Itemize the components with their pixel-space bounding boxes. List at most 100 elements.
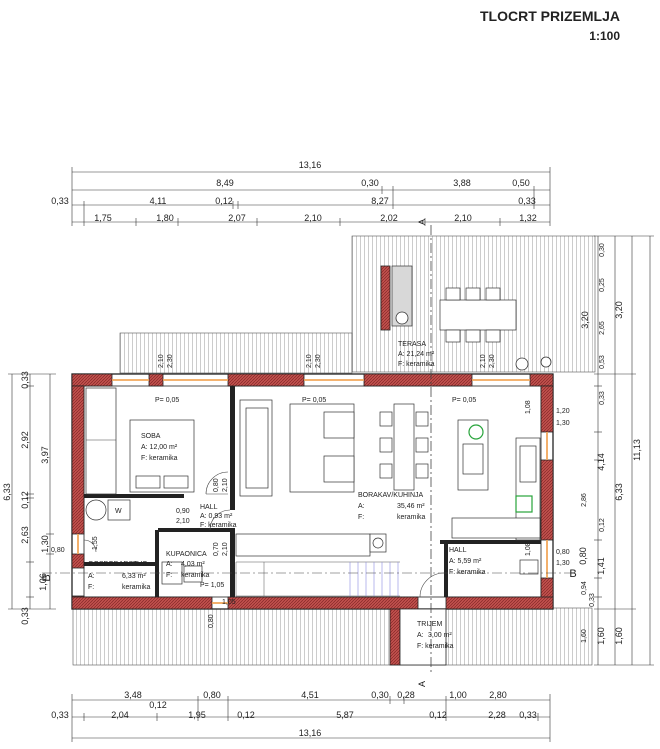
opening-7: 1,55 [92,536,99,550]
dim-left-a5: 1,06 [38,573,48,591]
room-floor-trijem: F: keramika [417,643,454,650]
room-area-hall1: A: 0,93 m² [200,513,233,520]
dim-top3-1: 0,33 [51,196,69,206]
room-area-prefix-kupaonica: A: [166,561,173,568]
bottom-dimensions: 3,48 0,80 4,51 0,30 0,28 1,00 2,80 0,33 … [51,690,551,742]
dim-bot1-3: 4,51 [301,690,319,700]
parapet-1: P= 0,05 [155,397,179,404]
dim-bot2-6: 5,87 [336,710,354,720]
dim-top4-2: 1,80 [156,213,174,223]
dim-bot1-1: 3,48 [124,690,142,700]
room-name-trijem: TRIJEM [417,621,442,628]
dim-bot1-6: 1,00 [449,690,467,700]
dim-top3-3: 0,12 [215,196,233,206]
opening-10: 2,10 [222,478,229,492]
room-area-kupaonica: 4,03 m² [181,561,205,568]
dim-right-b2: 4,14 [596,453,606,471]
room-floor-soba: F: keramika [141,455,178,462]
dim-right-a5: 0,33 [599,391,606,405]
dim-right-a8: 2,86 [581,493,588,507]
room-name-boravak: BORAKAV/KUHINJA [358,492,424,499]
appliance-label: W [115,508,122,515]
room-area-prefix-boravak: A: [358,503,365,510]
dim-left-total: 6,33 [2,483,12,501]
opening-1: 2,10 [158,354,165,368]
dim-right-a2: 0,25 [599,278,606,292]
room-floor-gospodarstvo: keramika [122,584,151,591]
parapet-2: P= 0,05 [302,397,326,404]
dim-top2-3: 3,88 [453,178,471,188]
room-name-hall1: HALL [200,504,218,511]
room-name-gospodarstvo: GOSPODARSTVO [88,561,148,568]
dim-bot2-2: 0,12 [149,700,167,710]
dim-bot2-3: 2,04 [111,710,129,720]
opening-6: 2,30 [489,354,496,368]
dim-top4-1: 1,75 [94,213,112,223]
dim-top4-6: 2,10 [454,213,472,223]
dim-bot1-7: 2,80 [489,690,507,700]
dim-bot1-5: 0,28 [397,690,415,700]
trijem-annex [389,608,447,666]
dim-left-a2: 2,92 [20,431,30,449]
opening-12: 2,10 [222,542,229,556]
room-floor-boravak: keramika [397,514,426,521]
section-a-bottom: A [417,681,427,687]
room-floor-terasa: F: keramika [398,361,435,368]
room-name-hall2: HALL [449,547,467,554]
dim-right-b1: 3,20 [580,311,590,329]
room-area-gospodarstvo: 6,33 m² [122,573,146,580]
room-labels: TERASA A: 21,24 m² F: keramika SOBA A: 1… [88,341,486,650]
dim-right-a11: 1,30 [556,560,570,567]
room-name-kupaonica: KUPAONICA [166,551,207,558]
room-name-soba: SOBA [141,433,161,440]
room-floor-prefix-gospodarstvo: F: [88,584,94,591]
opening-15: 1,08 [525,542,532,556]
dim-left-a3: 0,12 [20,491,30,509]
opening-8: 1,05 [222,599,236,606]
opening-11: 0,70 [213,542,220,556]
opening-5: 2,10 [480,354,487,368]
dim-left-b2: 1,30 [40,535,50,553]
dim-top2-1: 8,49 [216,178,234,188]
dim-bot2-4: 1,95 [188,710,206,720]
dim-top4-3: 2,07 [228,213,246,223]
dim-left-b1: 3,97 [40,446,50,464]
right-dimensions: 0,30 0,25 2,65 0,53 0,33 1,20 1,30 2,86 … [556,235,654,666]
plan-title: TLOCRT PRIZEMLJA [480,8,620,24]
dim-bot2-5: 0,12 [237,710,255,720]
dim-right-a14: 1,60 [581,629,588,643]
room-floor-hall2: F: keramika [449,569,486,576]
dim-top3-2: 4,11 [150,196,167,206]
dim-right-a13: 0,33 [589,593,596,607]
dim-bot2-9: 0,33 [519,710,537,720]
dim-right-a6: 1,20 [556,408,570,415]
dim-bot2-7: 0,12 [429,710,447,720]
dim-top2-2: 0,30 [361,178,379,188]
terrace-table [439,299,517,331]
room-area-soba: A: 12,00 m² [141,444,178,451]
plan-scale: 1:100 [589,29,620,43]
dim-right-a10: 0,80 [556,549,570,556]
terrace-deck [72,235,596,666]
top-dimensions: 13,16 8,49 0,30 3,88 0,50 0,33 4,11 0,12… [51,160,551,226]
section-b-right: B [569,568,576,580]
dim-right-b5: 1,60 [596,627,606,645]
opening-9: 0,80 [213,478,220,492]
room-area-trijem: 3,00 m² [428,632,452,639]
dim-bot1-2: 0,80 [203,690,221,700]
dim-top2-4: 0,50 [512,178,530,188]
dim-right-c1: 3,20 [614,301,624,319]
dim-right-a4: 0,53 [599,355,606,369]
room-floor-prefix-boravak: F: [358,514,364,521]
room-area-hall2: A: 5,59 m² [449,558,482,565]
opening-14: 1,08 [525,400,532,414]
dim-left-a4: 2,63 [20,526,30,544]
dim-left-a6: 0,33 [20,607,30,625]
dim-top3-5: 0,33 [518,196,536,206]
stair-marker-2: 0,90 [176,508,190,515]
dim-right-c2: 6,33 [614,483,624,501]
dim-right-a7: 1,30 [556,420,570,427]
opening-3: 2,10 [306,354,313,368]
dim-left-b3: 0,80 [51,547,65,554]
dim-right-b3: 1,41 [596,557,606,575]
